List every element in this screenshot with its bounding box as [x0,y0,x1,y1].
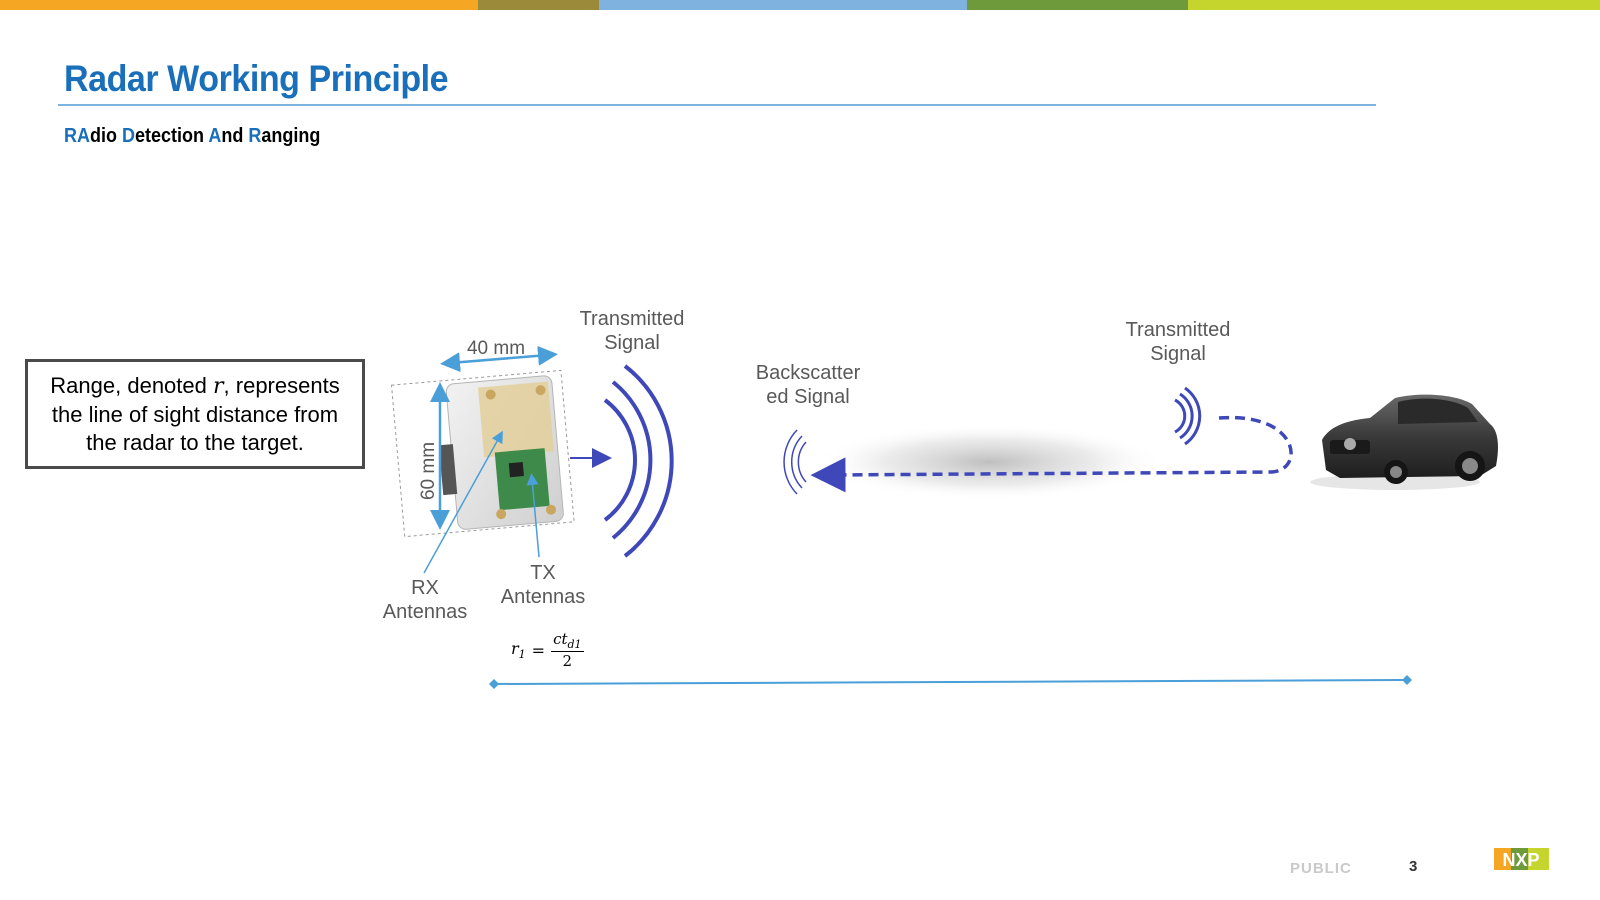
tx-antenna-pointer [526,473,540,558]
backscatter-wave-icon [783,429,807,495]
band-segment-orange [0,0,478,10]
page-number: 3 [1409,858,1418,875]
formula-fraction: ctd1 2 [551,630,584,670]
transmitted-signal-label-left: Transmitted Signal [579,308,685,354]
band-segment-lime [1188,0,1600,10]
signal-return-path [810,415,1293,493]
formula-symbol: ct [553,630,568,648]
subtitle-letter: R [248,125,262,147]
subtitle-letter: D [121,125,136,147]
callout-text-part: , represents the line of sight distance … [51,372,340,455]
slide-subtitle: RAdio Detection And Ranging [64,125,320,148]
classification-label: PUBLIC [1290,860,1352,877]
formula-numerator: ctd1 [551,630,584,652]
tx-antennas-label: TX Antennas [500,562,586,608]
fog-cloud [815,424,1165,500]
backscattered-signal-label: Backscatter ed Signal [755,362,861,408]
title-underline [58,104,1376,106]
transmitted-signal-label-right: Transmitted Signal [1125,319,1231,365]
nxp-logo-text: NXP [1502,850,1539,870]
subtitle-letter: RA [64,125,91,147]
formula-subscript: d1 [567,638,582,651]
subtitle-text: anging [261,125,321,147]
band-segment-green [967,0,1188,10]
formula-denominator: 2 [562,652,573,670]
car-image [1310,394,1498,490]
range-formula: r1 = ctd1 2 [511,630,584,670]
formula-lhs: r1 [511,639,526,661]
band-segment-blue [599,0,967,10]
callout-text-part: Range, denoted [50,372,213,398]
formula-symbol: r [511,638,519,658]
width-dimension-arrow [440,345,558,373]
slide-title: Radar Working Principle [64,58,449,99]
transmitted-wave-icon-small [1174,386,1202,446]
band-segment-olive [478,0,599,10]
nxp-logo: NXP [1494,848,1549,870]
range-definition-callout: Range, denoted r, represents the line of… [25,359,365,469]
formula-equals: = [531,640,546,660]
rx-antennas-label: RX Antennas [382,577,468,623]
height-dimension-label: 60 mm [418,441,439,501]
subtitle-text: etection [135,125,209,147]
top-color-band [0,0,1600,10]
range-line-end-left [489,679,499,689]
subtitle-text: nd [221,125,249,147]
formula-subscript: 1 [518,648,526,662]
transmitted-wave-icon [603,364,674,558]
callout-text: Range, denoted r, represents the line of… [38,372,352,457]
subtitle-letter: A [208,125,222,147]
subtitle-text: dio [90,125,122,147]
range-measure-line [493,679,1408,685]
range-symbol: r [213,373,224,399]
width-dimension-label: 40 mm [466,338,526,359]
range-line-end-right [1402,675,1412,685]
rx-antenna-pointer [423,430,503,574]
